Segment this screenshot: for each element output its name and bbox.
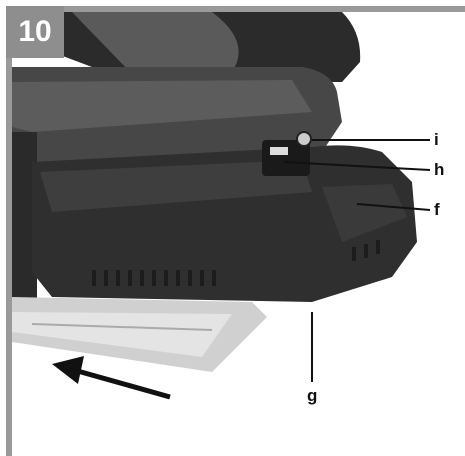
battery-top-face (40, 160, 312, 212)
base-plate-groove (31, 323, 213, 331)
callout-label-f: f (434, 200, 440, 219)
tool-side (12, 132, 37, 342)
frame-top-border (6, 6, 465, 12)
callout-label-g: g (307, 386, 318, 405)
frame-left-border (6, 6, 12, 456)
callout-h-leader (283, 161, 431, 171)
callout-label-h: h (434, 160, 445, 179)
callout-f-leader (356, 203, 431, 211)
figure-number-badge: 10 (6, 6, 64, 58)
charge-indicator-led (270, 147, 288, 155)
callout-label-i: i (434, 130, 439, 149)
direction-arrow-shaft (73, 367, 171, 400)
product-photo (12, 12, 465, 456)
battery-release-lever (322, 184, 407, 242)
direction-arrow-head (52, 356, 84, 384)
charge-indicator-button (296, 131, 312, 147)
battery-vent-slots (92, 240, 380, 286)
blade-guard-highlight (72, 12, 239, 74)
tool-body-highlight (12, 80, 312, 132)
product-photo-drawing (12, 12, 465, 456)
base-plate-top (12, 312, 232, 357)
